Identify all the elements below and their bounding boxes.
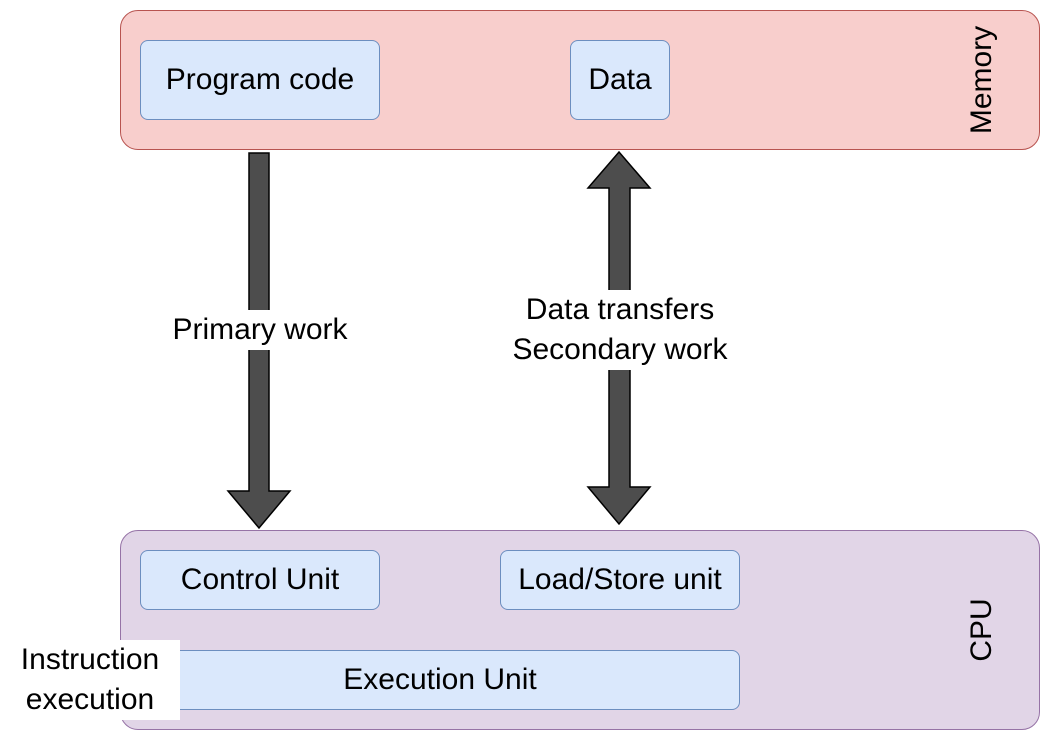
instruction-text: Instruction: [20, 643, 160, 676]
instruction-execution-label: Instruction execution: [0, 640, 180, 720]
data-box: Data: [570, 40, 670, 120]
load-store-unit-box: Load/Store unit: [500, 550, 740, 610]
data-transfer-label: Data transfers Secondary work: [500, 290, 740, 370]
primary-work-label: Primary work: [160, 310, 360, 350]
execution-text: execution: [25, 683, 155, 716]
data-transfers-text: Data transfers: [525, 293, 715, 326]
execution-unit-box: Execution Unit: [140, 650, 740, 710]
secondary-work-text: Secondary work: [512, 333, 728, 366]
program-code-box: Program code: [140, 40, 380, 120]
control-unit-box: Control Unit: [140, 550, 380, 610]
